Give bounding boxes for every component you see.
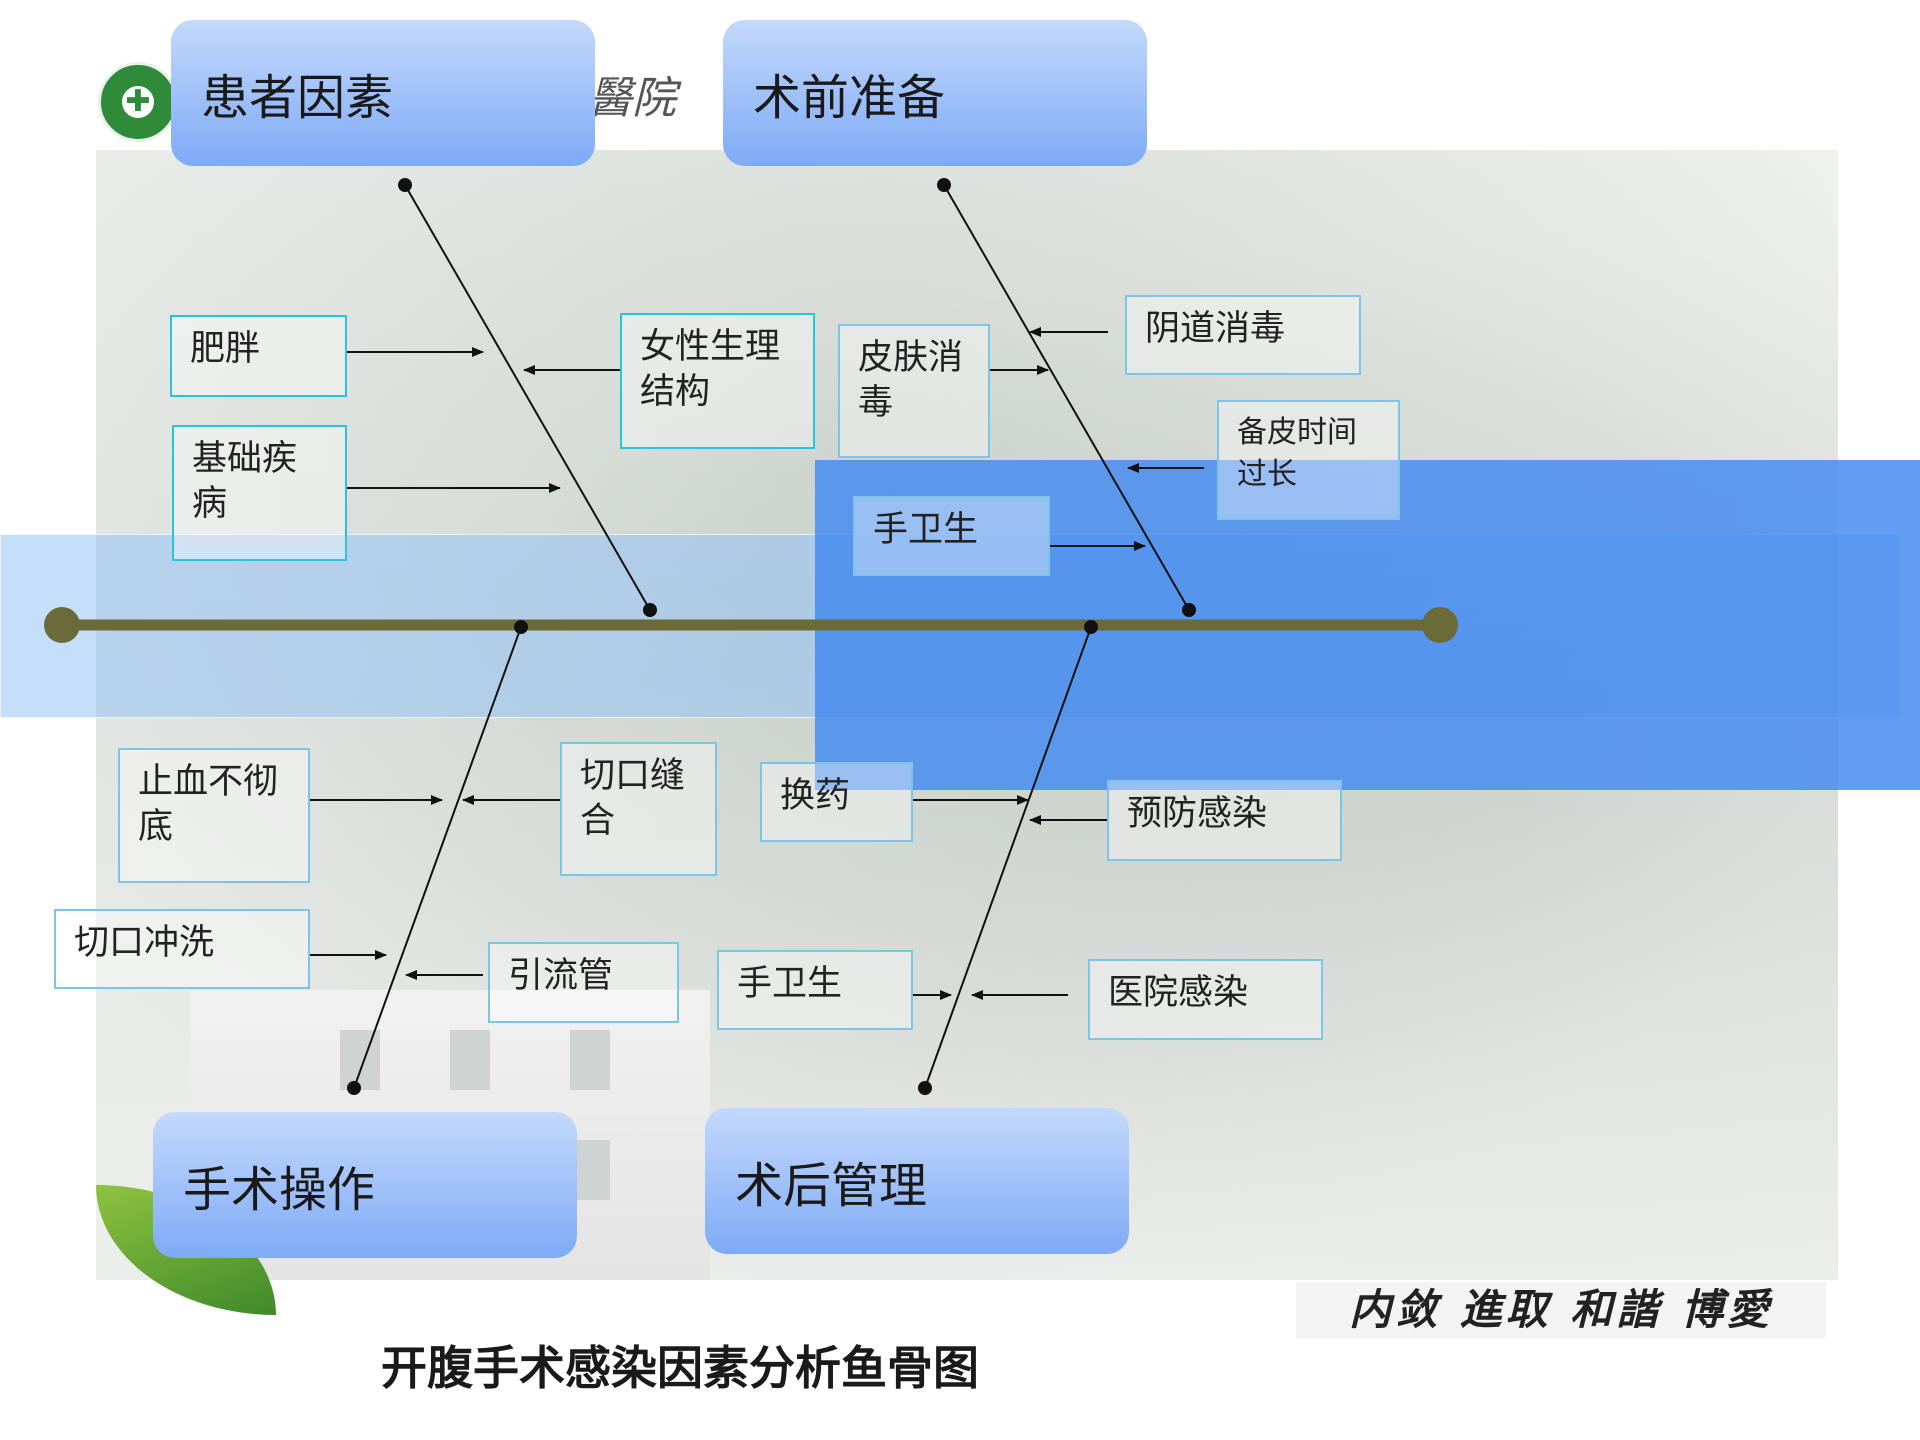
window (450, 1030, 490, 1090)
surgery-bone (353, 626, 522, 1089)
window (340, 1030, 380, 1090)
cause-drainage-tube: 引流管 (488, 942, 679, 1023)
hospital-logo-text: 醫院 (588, 73, 676, 124)
hospital-motto: 内敛 進取 和諧 博愛 (1296, 1282, 1826, 1338)
bone-end-dot (347, 1081, 361, 1095)
bone-end-dot (937, 178, 951, 192)
cause-skin-disinfection: 皮肤消毒 (838, 324, 990, 458)
diagram-title: 开腹手术感染因素分析鱼骨图 (381, 1341, 979, 1395)
bone-end-dot (398, 178, 412, 192)
spine-head-dot (1422, 607, 1458, 643)
bone-end-dot (1084, 620, 1098, 634)
cause-hospital-infection: 医院感染 (1088, 959, 1323, 1040)
cause-underlying-disease: 基础疾病 (172, 425, 347, 561)
preop-bone (943, 184, 1190, 611)
cause-dressing-change: 换药 (760, 762, 913, 842)
spine-tail-dot (44, 607, 80, 643)
category-patient-factors: 患者因素 (171, 20, 595, 166)
cause-obesity: 肥胖 (170, 315, 347, 397)
patient-bone (404, 184, 651, 611)
cause-prep-time-too-long: 备皮时间过长 (1217, 400, 1400, 520)
cause-vaginal-disinfection: 阴道消毒 (1125, 295, 1361, 375)
window (570, 1030, 610, 1090)
postop-bone (924, 626, 1092, 1089)
cause-hand-hygiene-preop: 手卫生 (853, 496, 1050, 576)
cause-incision-irrigation: 切口冲洗 (54, 909, 310, 989)
cause-infection-prevention: 预防感染 (1107, 780, 1342, 861)
category-preop-preparation: 术前准备 (723, 20, 1147, 166)
bone-end-dot (918, 1081, 932, 1095)
cause-hand-hygiene-postop: 手卫生 (717, 950, 913, 1030)
bone-end-dot (1182, 603, 1196, 617)
category-surgical-operation: 手术操作 (153, 1112, 577, 1258)
bone-end-dot (514, 620, 528, 634)
cause-female-anatomy: 女性生理结构 (620, 313, 815, 449)
cause-incision-suture: 切口缝合 (560, 742, 717, 876)
category-postop-management: 术后管理 (705, 1108, 1129, 1254)
cause-incomplete-hemostasis: 止血不彻底 (118, 748, 310, 883)
hospital-cross-icon: ✚ (125, 84, 151, 119)
bone-end-dot (643, 603, 657, 617)
